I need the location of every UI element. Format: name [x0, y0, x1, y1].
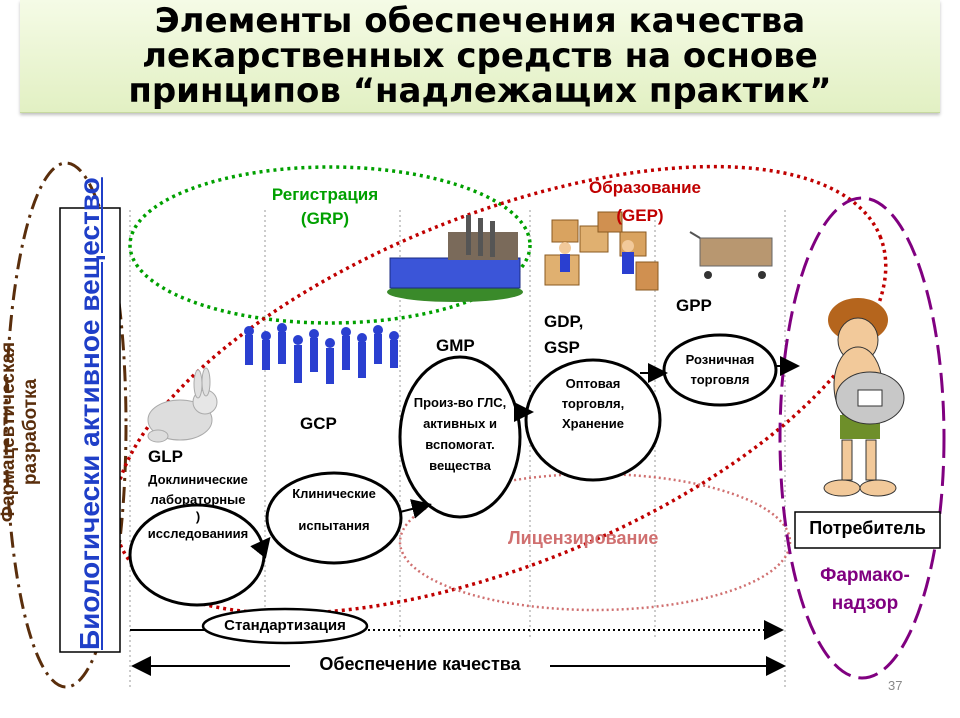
gdp-code-line-1: GDP,: [544, 312, 584, 331]
gcp-text: Клинические испытания: [268, 478, 400, 542]
glp-text-line-1: Доклинические: [148, 472, 248, 487]
gcp-code: GCP: [300, 414, 337, 433]
pharma-dev-label: Фармацевтическая разработка: [0, 332, 42, 532]
glp-code: GLP: [148, 447, 183, 466]
gdp-text-line-1: Оптовая: [565, 376, 621, 391]
rabbit-icon: [147, 367, 218, 443]
consumer-label: Потребитель: [809, 518, 926, 538]
gdp-text-line-2: торговля,: [561, 396, 625, 411]
gpp-code: GPP: [676, 296, 712, 315]
title-line-3: принципов “надлежащих практик”: [128, 71, 832, 111]
gmp-text-line-4: вещества: [429, 458, 491, 473]
pharma-dev-line-1: Фармацевтическая: [0, 341, 19, 523]
gdp-text: Оптовая торговля, Хранение: [526, 374, 660, 434]
glp-text: Доклинические лабораторные ) исследовани…: [132, 470, 264, 544]
gmp-text: Произ-во ГЛС, активных и вспомогат. веще…: [400, 392, 520, 476]
active-substance-label: Биологически активное вещество: [74, 177, 105, 650]
gcp-text-line-2: испытания: [298, 518, 370, 533]
registration-ellipse: [128, 165, 532, 325]
standardization-label: Стандартизация: [224, 617, 346, 634]
education-ellipse: [112, 164, 888, 616]
consumer-box: [794, 511, 941, 549]
gmp-code: GMP: [436, 336, 475, 355]
title-line-2: лекарственных средств на основе: [142, 36, 818, 76]
quality-assurance-label: Обеспечение качества: [290, 654, 550, 675]
gmp-text-line-2: активных и: [423, 416, 497, 431]
gcp-text-line-1: Клинические: [292, 486, 376, 501]
gmp-text-line-1: Произ-во ГЛС,: [413, 395, 507, 410]
pharmacovigilance-line-1: Фармако-: [820, 565, 910, 586]
title-banner: [20, 0, 940, 113]
warehouse-icon: [544, 211, 659, 291]
gpp-text-line-2: торговля: [690, 372, 750, 387]
glp-text-line-4: исследованиия: [147, 526, 249, 541]
registration-code: (GRP): [300, 209, 350, 228]
licensing-label: Лицензирование: [508, 528, 659, 548]
pharma-dev-ellipse: [4, 161, 128, 689]
factory-icon: [387, 215, 523, 302]
education-code: (GEP): [616, 206, 664, 225]
registration-title: Регистрация: [271, 185, 379, 204]
pharmacovigilance-ellipse: [778, 196, 946, 680]
registration-label: Регистрация (GRP): [260, 183, 390, 231]
glp-text-line-3: ): [195, 509, 201, 524]
active-substance-box: [59, 207, 121, 653]
gpp-text: Розничная торговля: [664, 350, 776, 390]
pharma-dev-line-2: разработка: [20, 378, 41, 486]
gmp-box: [398, 355, 522, 519]
slide-number: 37: [888, 678, 903, 693]
glp-text-line-2: лабораторные: [150, 492, 246, 507]
education-label: Образование (GEP): [570, 174, 720, 230]
pharmacovigilance-label: Фармако- надзор: [795, 562, 935, 618]
gpp-text-line-1: Розничная: [685, 352, 755, 367]
standardization-box: [201, 607, 369, 645]
pharmacovigilance-line-2: надзор: [831, 593, 899, 614]
gmp-text-line-3: вспомогат.: [425, 437, 495, 452]
page-title: Элементы обеспечения качества лекарствен…: [20, 4, 940, 109]
gdp-text-line-3: Хранение: [562, 416, 624, 431]
consumer-figure-icon: [823, 298, 905, 497]
gsp-code: GSP: [544, 338, 580, 357]
flow-arrows: [250, 356, 800, 559]
shopping-cart-icon: [689, 231, 773, 279]
gcp-box: [265, 471, 403, 565]
crowd-icon: [244, 323, 399, 384]
education-title: Образование: [588, 178, 702, 197]
title-line-1: Элементы обеспечения качества: [154, 1, 806, 41]
gdp-code: GDP, GSP: [544, 309, 583, 361]
